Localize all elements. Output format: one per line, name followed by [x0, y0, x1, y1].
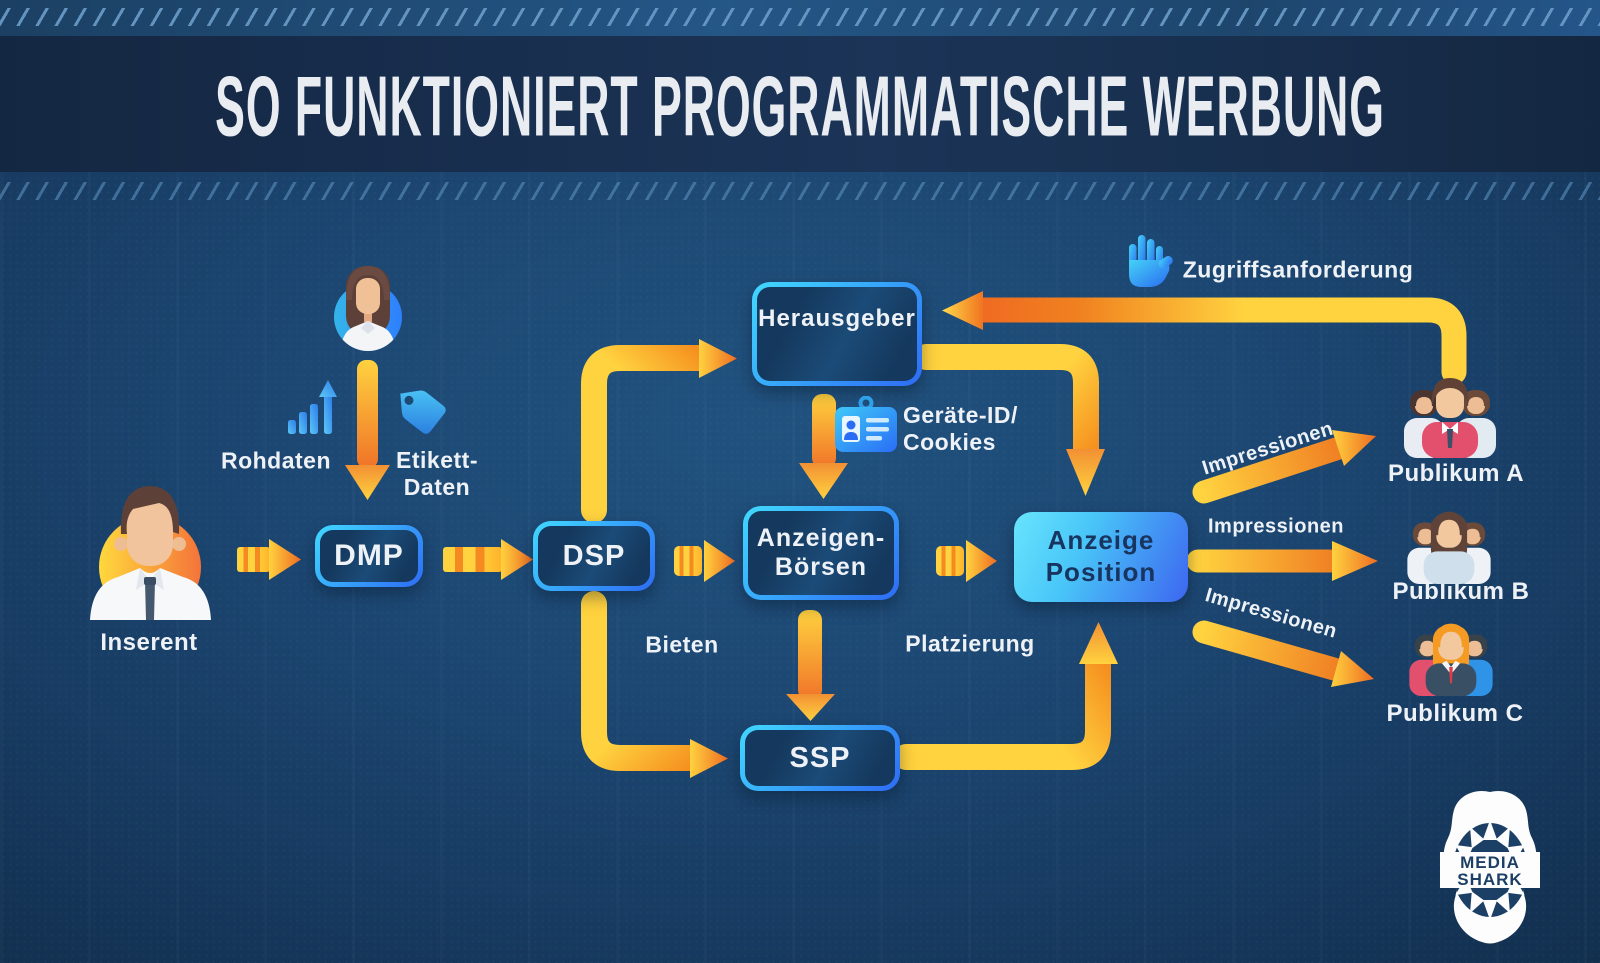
label-etikett-line2: Daten	[403, 474, 471, 500]
node-dmp: DMP	[315, 525, 423, 587]
label-etikett-line1: Etikett-	[396, 446, 478, 473]
node-anzeige-position-line2: Position	[1045, 557, 1157, 587]
node-anzeige-position-line1: Anzeige	[1047, 525, 1155, 556]
hand-icon	[1129, 235, 1173, 287]
label-publikum-a: Publikum A	[1387, 460, 1525, 487]
arrow-impressionen-c	[1192, 620, 1374, 687]
logo-text-line2: SHARK	[1457, 870, 1522, 889]
arrow-boersen-to-ssp	[786, 610, 835, 721]
node-dsp: DSP	[533, 521, 655, 591]
arrow-zugriffsanforderung-return	[942, 291, 1467, 385]
node-dsp-label: DSP	[562, 539, 626, 572]
publikum-a-icon	[1404, 378, 1496, 458]
bar-chart-icon	[288, 380, 337, 434]
hatch-pattern-below-title	[0, 182, 1600, 200]
id-card-icon	[835, 396, 897, 452]
node-herausgeber-label: Herausgeber	[758, 305, 916, 332]
title-band	[0, 36, 1600, 172]
arrow-impressionen-b	[1186, 541, 1378, 581]
label-geraete-line2: Cookies	[903, 429, 996, 456]
node-anzeigen-boersen: Anzeigen- Börsen	[743, 506, 899, 600]
node-anzeige-position: Anzeige Position	[1014, 512, 1188, 602]
node-dmp-label: DMP	[334, 539, 404, 572]
hatch-pattern-top	[0, 8, 1600, 26]
label-publikum-c: Publikum C	[1386, 700, 1524, 727]
node-anzeigen-boersen-line2: Börsen	[774, 553, 868, 581]
arrow-inserent-to-dmp	[237, 539, 301, 580]
arrow-dsp-to-herausgeber	[581, 339, 737, 523]
node-anzeigen-boersen-line1: Anzeigen-	[756, 523, 886, 552]
label-impressionen-3: Impressionen	[1202, 584, 1340, 643]
page-title: SO FUNKTIONIERT PROGRAMMATISCHE WERBUNG	[0, 58, 1600, 154]
arrow-frau-to-dmp	[345, 360, 390, 500]
label-geraete-id-cookies: Geräte-ID/ Cookies	[903, 402, 1018, 456]
arrow-herausgeber-to-anzeige-position	[913, 344, 1105, 496]
label-geraete-line1: Geräte-ID/	[903, 402, 1018, 428]
label-impressionen-1: Impressionen	[1199, 417, 1337, 480]
label-rohdaten: Rohdaten	[220, 447, 332, 474]
arrow-dsp-to-ssp	[581, 591, 728, 778]
page-title-text: SO FUNKTIONIERT PROGRAMMATISCHE WERBUNG	[215, 57, 1385, 155]
arrow-ssp-to-anzeige-position	[893, 622, 1118, 770]
gavel-bieten-icon	[674, 540, 735, 632]
logo-text-line1: MEDIA	[1460, 853, 1520, 872]
label-bieten: Bieten	[645, 631, 719, 658]
arrow-impressionen-a	[1192, 430, 1376, 504]
label-inserent: Inserent	[100, 629, 198, 656]
woman-avatar	[334, 266, 402, 351]
label-zugriffsanforderung: Zugriffsanforderung	[1182, 256, 1414, 283]
label-platzierung: Platzierung	[905, 630, 1035, 657]
node-ssp-label: SSP	[789, 741, 851, 774]
arrow-herausgeber-to-boersen	[799, 394, 848, 499]
media-shark-logo: MEDIA SHARK	[1440, 790, 1540, 944]
man-avatar	[90, 486, 211, 620]
arrow-dmp-to-dsp	[443, 539, 533, 580]
publikum-b-icon	[1407, 511, 1491, 584]
publikum-c-icon	[1409, 623, 1493, 696]
node-ssp: SSP	[740, 725, 900, 791]
gavel-platzierung-icon	[936, 540, 997, 632]
label-etikett-daten: Etikett- Daten	[396, 447, 478, 501]
tag-icon	[400, 390, 446, 434]
node-herausgeber: Herausgeber	[752, 282, 922, 386]
label-impressionen-2: Impressionen	[1207, 515, 1345, 538]
